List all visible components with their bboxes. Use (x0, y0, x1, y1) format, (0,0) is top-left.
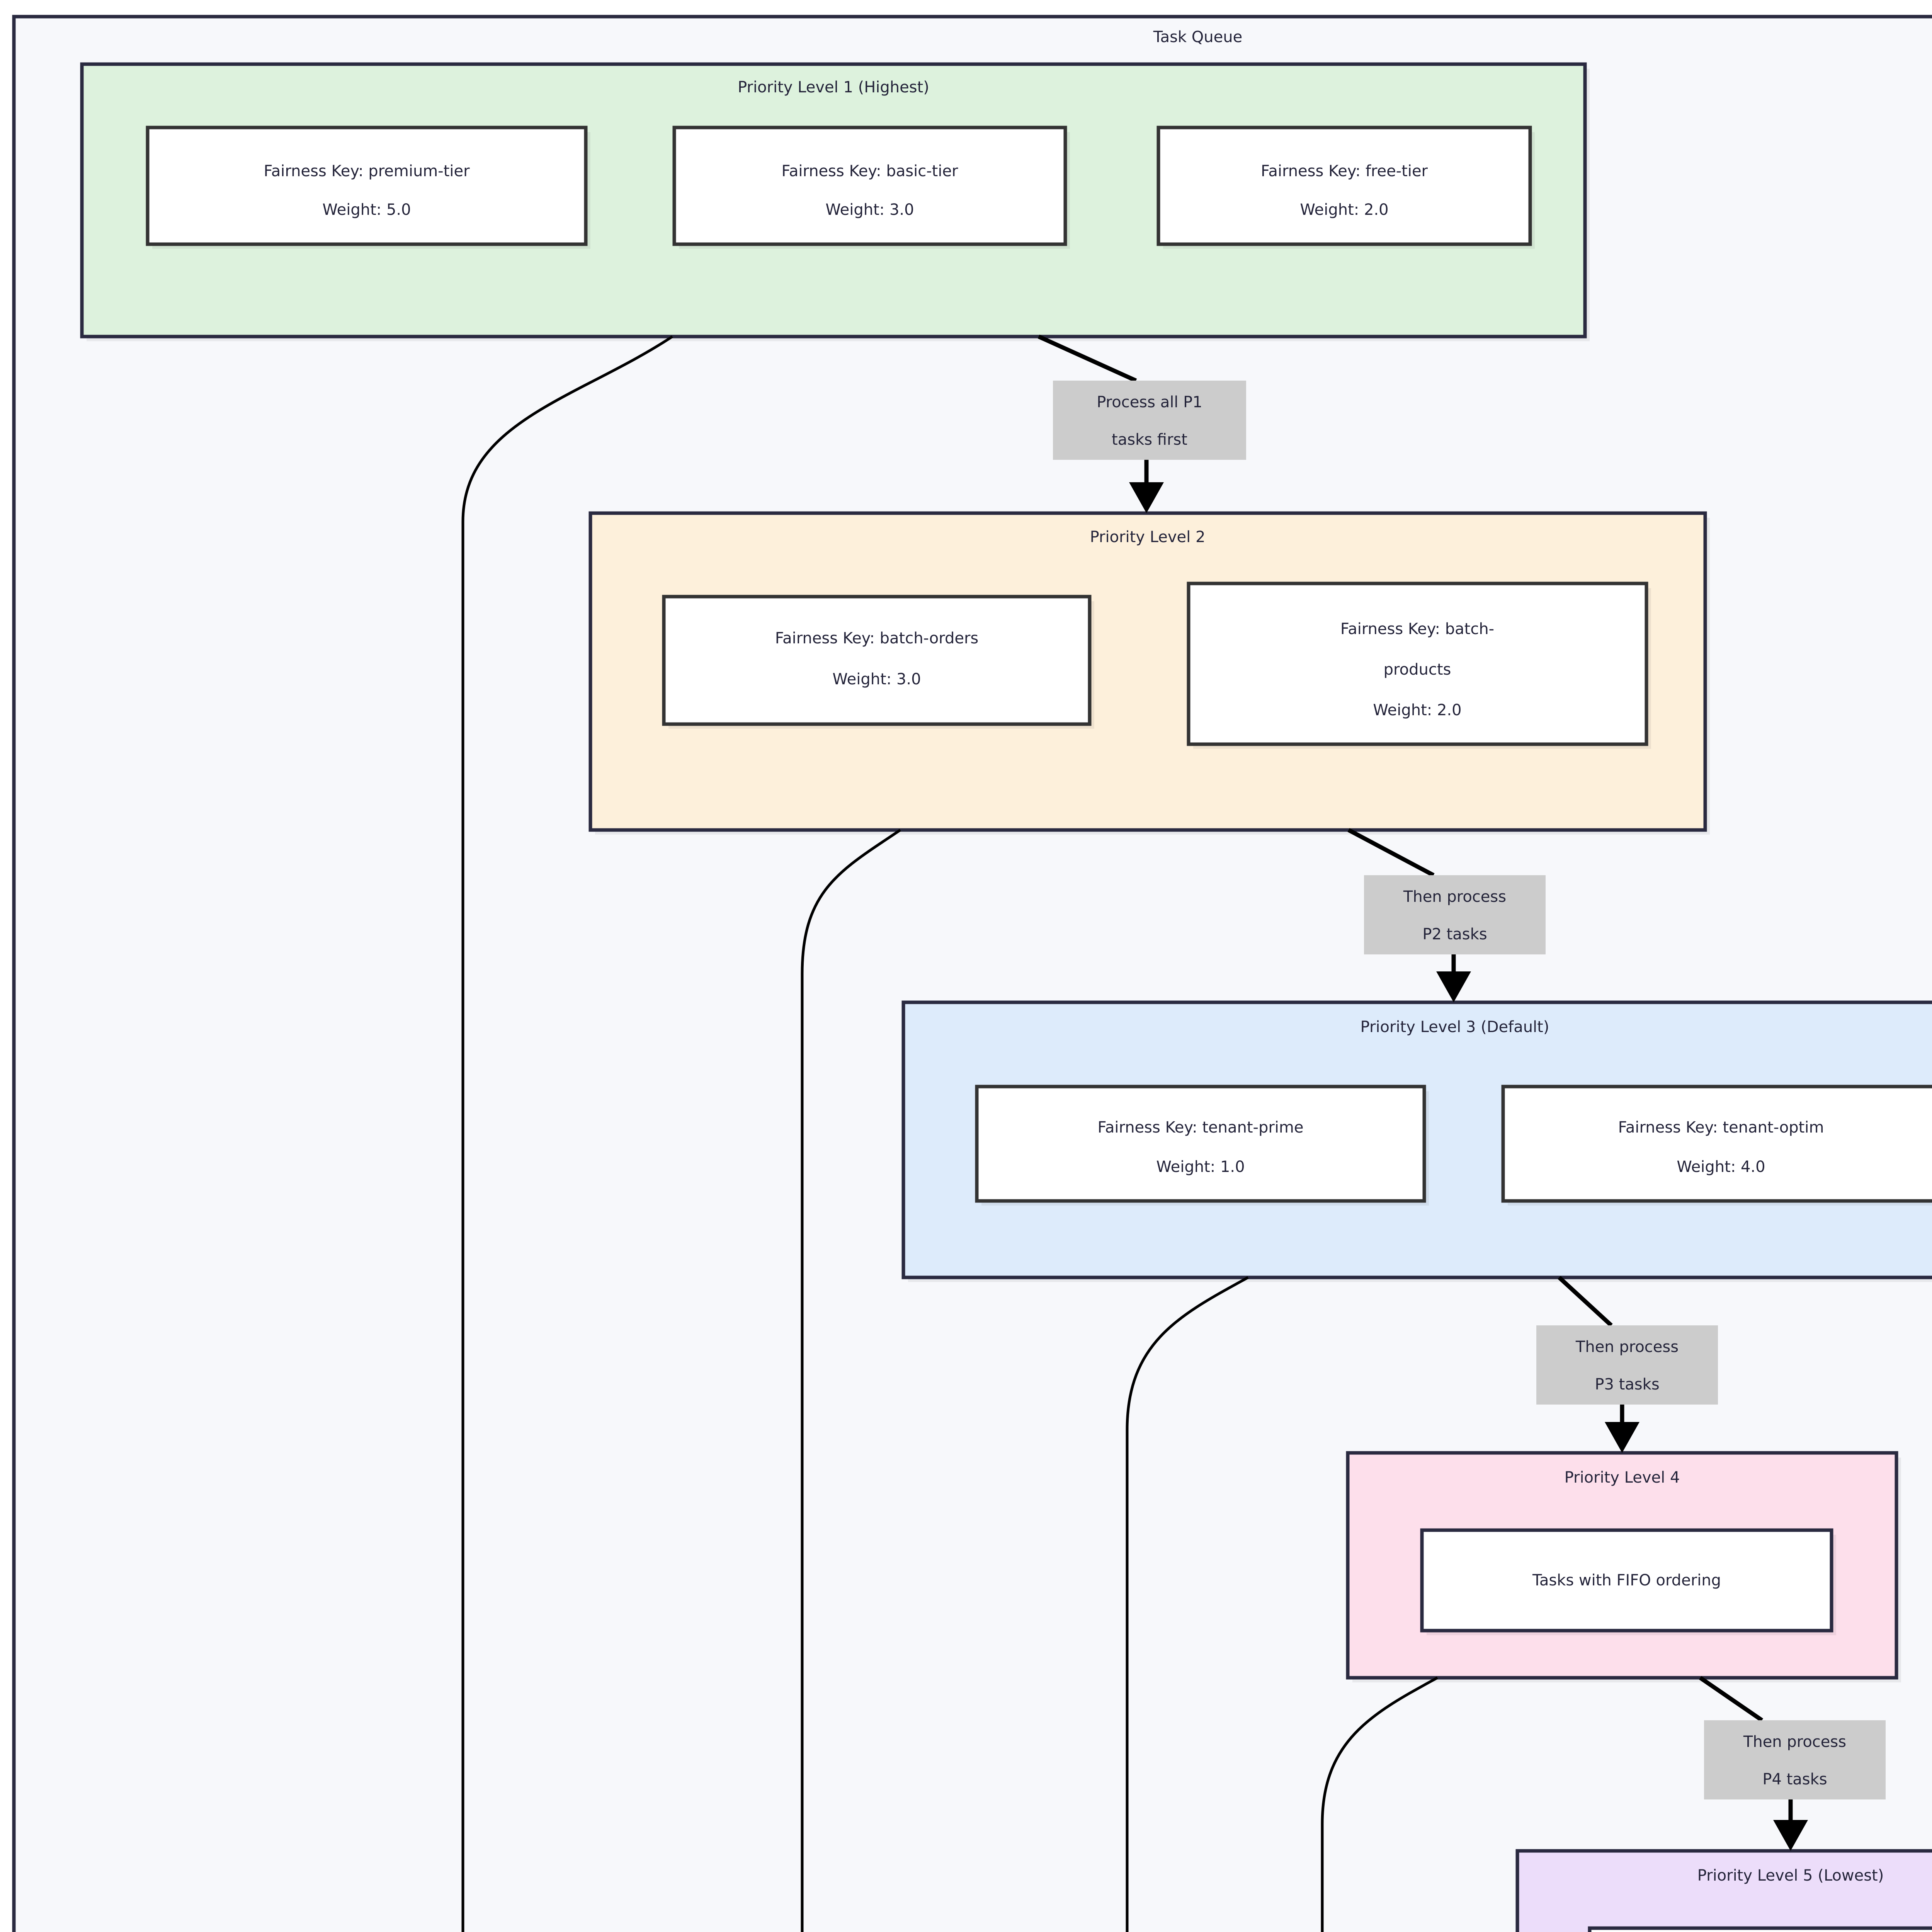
edge-label-4-line2: P4 tasks (1762, 1770, 1827, 1788)
cluster-p2-title: Priority Level 2 (1090, 528, 1206, 546)
node-p1n2-line1: Fairness Key: basic-tier (782, 162, 959, 180)
cluster-p1-title: Priority Level 1 (Highest) (738, 78, 929, 96)
cluster-p5-title: Priority Level 5 (Lowest) (1697, 1867, 1884, 1884)
edge-label-box-4 (1704, 1720, 1886, 1799)
node-p2n2-line2: products (1384, 661, 1451, 679)
arrowhead-p3-p4 (1605, 1422, 1639, 1453)
node-p3n1-line2: Weight: 1.0 (1156, 1158, 1245, 1176)
edge-label-box-2 (1364, 875, 1546, 954)
edge-label-4-line1: Then process (1743, 1733, 1846, 1751)
edge-p2-to-workers (801, 829, 901, 1932)
edge-label-3-line2: P3 tasks (1595, 1376, 1659, 1393)
arrowhead-p4-p5 (1773, 1820, 1808, 1851)
node-p5n1[interactable] (1588, 1926, 1932, 1932)
node-p3n2[interactable] (1501, 1085, 1932, 1203)
node-p1n3[interactable] (1156, 126, 1532, 246)
edge-p3-to-p4-upper (1558, 1276, 1613, 1327)
node-p3n1-line1: Fairness Key: tenant-prime (1097, 1119, 1303, 1136)
node-p2n1-line1: Fairness Key: batch-orders (775, 629, 978, 647)
node-p2n1-line2: Weight: 3.0 (832, 670, 921, 688)
arrowhead-p1-p2 (1129, 482, 1164, 513)
edge-p4-to-p5-upper (1699, 1676, 1764, 1722)
node-p1n1-line2: Weight: 5.0 (322, 201, 411, 219)
node-p3n2-line2: Weight: 4.0 (1677, 1158, 1765, 1176)
edge-label-2-line2: P2 tasks (1422, 925, 1487, 943)
cluster-p3-title: Priority Level 3 (Default) (1361, 1018, 1549, 1036)
node-p2n1[interactable] (662, 595, 1092, 726)
edge-p2-to-p3-upper (1347, 828, 1435, 877)
edge-label-box-1 (1053, 381, 1246, 460)
node-p1n3-line2: Weight: 2.0 (1300, 201, 1388, 219)
cluster-p5 (1515, 1849, 1932, 1932)
node-p4n1[interactable] (1420, 1528, 1833, 1633)
node-p2n2[interactable] (1187, 582, 1648, 746)
node-p1n2[interactable] (672, 126, 1067, 246)
edge-p1-to-workers (461, 335, 673, 1932)
task-queue-title: Task Queue (1153, 28, 1242, 46)
node-p1n1[interactable] (146, 126, 588, 246)
arrowhead-p2-p3 (1436, 971, 1471, 1002)
edge-p4-to-workers (1321, 1676, 1438, 1932)
node-p3n2-line1: Fairness Key: tenant-optim (1618, 1119, 1824, 1136)
edge-label-1-line1: Process all P1 (1097, 393, 1202, 411)
edge-label-box-3 (1536, 1325, 1718, 1405)
node-p1n3-line1: Fairness Key: free-tier (1261, 162, 1428, 180)
edge-label-2-line1: Then process (1403, 888, 1506, 906)
node-p2n2-line1: Fairness Key: batch- (1340, 620, 1494, 638)
node-p1n1-line1: Fairness Key: premium-tier (264, 162, 470, 180)
node-p1n2-line2: Weight: 3.0 (825, 201, 914, 219)
node-p2n2-line3: Weight: 2.0 (1373, 701, 1461, 719)
edge-p1-to-p2-upper (1037, 334, 1137, 383)
cluster-p4-title: Priority Level 4 (1565, 1469, 1680, 1486)
node-p3n1[interactable] (975, 1085, 1426, 1203)
edge-label-3-line1: Then process (1575, 1338, 1679, 1356)
edge-label-1-line2: tasks first (1112, 431, 1187, 449)
edge-p3-to-workers (1126, 1276, 1249, 1932)
node-p4n1-line1: Tasks with FIFO ordering (1532, 1571, 1721, 1589)
